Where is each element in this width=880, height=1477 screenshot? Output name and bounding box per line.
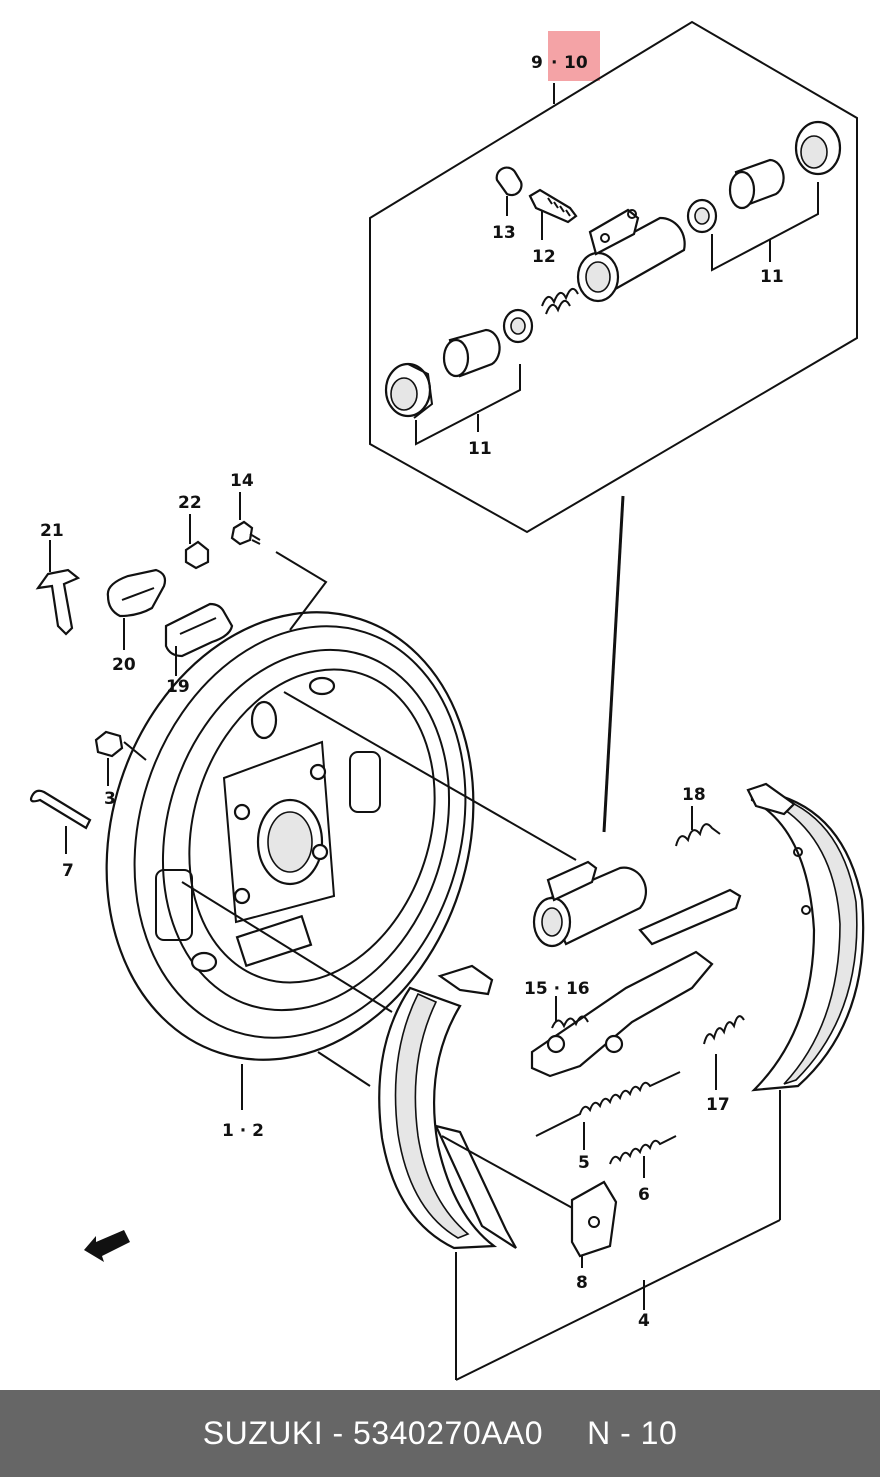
cup-seal-left	[502, 308, 534, 344]
bleeder-cap-13	[495, 166, 523, 216]
callout-13: 13	[492, 223, 516, 243]
part-number: 5340270AA0	[353, 1415, 544, 1451]
callout-21: 21	[40, 521, 64, 541]
footer-separator	[323, 1415, 332, 1452]
spring-kit	[541, 287, 579, 315]
footer-separator-dash: -	[332, 1415, 344, 1451]
callout-11-left: 11	[468, 439, 492, 459]
brand-name: SUZUKI	[202, 1415, 324, 1451]
bolt-14	[230, 492, 261, 546]
spring-18	[675, 806, 721, 847]
part-info-bar: SUZUKI - 5340270AA0 N - 10	[0, 1390, 880, 1477]
clip-21	[35, 540, 81, 636]
callout-5: 5	[578, 1153, 590, 1173]
callout-1-2: 1 · 2	[222, 1121, 264, 1141]
page-reference: N - 10	[587, 1415, 678, 1451]
callout-6: 6	[638, 1185, 650, 1205]
backing-plate	[105, 611, 475, 1061]
callout-17: 17	[706, 1095, 730, 1115]
callout-3: 3	[104, 789, 116, 809]
footer-space	[344, 1415, 353, 1452]
hold-plate-8	[570, 1180, 618, 1268]
callout-20: 20	[112, 655, 136, 675]
callout-19: 19	[166, 677, 190, 697]
callout-18: 18	[682, 785, 706, 805]
brake-shoe-front	[378, 964, 517, 1250]
adjuster-lever	[530, 888, 742, 1078]
plug-20	[106, 568, 167, 650]
callout-8: 8	[576, 1273, 588, 1293]
parts-diagram: 9 · 10 13 12 11 11 14 22 21 20 19 3 7 1 …	[29, 20, 865, 1381]
spring-5	[535, 1071, 681, 1150]
boot-right	[794, 120, 842, 176]
callout-4: 4	[638, 1311, 650, 1331]
nut-22	[184, 514, 210, 570]
callout-9-10-dot: ·	[551, 53, 557, 73]
callout-10: 10	[564, 53, 588, 73]
forward-arrow-icon	[84, 1230, 130, 1262]
plug-19	[164, 602, 234, 676]
cup-seal-right	[686, 198, 718, 234]
callout-22: 22	[178, 493, 202, 513]
spring-17	[703, 1015, 745, 1090]
bleeder-screw-12	[528, 188, 578, 240]
callout-15-16: 15 · 16	[524, 979, 590, 999]
piston-right	[728, 158, 785, 210]
cylinder-body	[576, 208, 686, 303]
wheel-cylinder-assy	[532, 860, 647, 948]
callout-14: 14	[230, 471, 254, 491]
callout-11-right: 11	[760, 267, 784, 287]
boot-left	[384, 362, 434, 419]
callout-highlight	[548, 31, 600, 81]
bolt-7	[29, 789, 92, 854]
brake-shoe-rear	[746, 782, 865, 1092]
callout-7: 7	[62, 861, 74, 881]
nut-3	[94, 730, 147, 786]
spring-6	[609, 1135, 677, 1178]
callout-9: 9	[531, 53, 543, 73]
piston-left	[442, 328, 501, 378]
kit-panel-outline	[369, 20, 858, 534]
callout-12: 12	[532, 247, 556, 267]
